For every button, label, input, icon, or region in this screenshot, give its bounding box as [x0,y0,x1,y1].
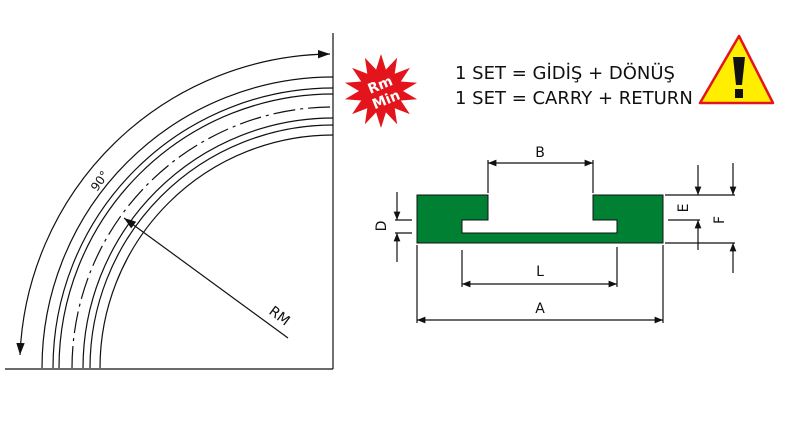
label-b: B [535,145,545,161]
label-a: A [535,301,545,317]
starburst-icon [344,54,418,128]
angle-label: 90° [88,168,112,193]
guide-profile: B D E F L A [374,145,737,324]
profile-cross-section [416,194,664,244]
set-info-turkish: 1 SET = GİDİŞ + DÖNÜŞ [455,62,675,84]
radius-label: RM [266,303,293,329]
centerline-arc [71,106,334,369]
bend-diagram: 90° RM [5,33,334,370]
radius-arrow [123,217,289,339]
label-l: L [536,264,544,280]
label-f: F [712,216,728,224]
label-e: E [676,204,692,213]
angle-dimension-arc [16,49,331,356]
warning-icon [698,34,775,105]
set-info-english: 1 SET = CARRY + RETURN [455,88,693,109]
rm-min-badge: Rm Min [344,54,418,128]
label-d: D [374,221,390,232]
guide-arcs [41,76,334,369]
